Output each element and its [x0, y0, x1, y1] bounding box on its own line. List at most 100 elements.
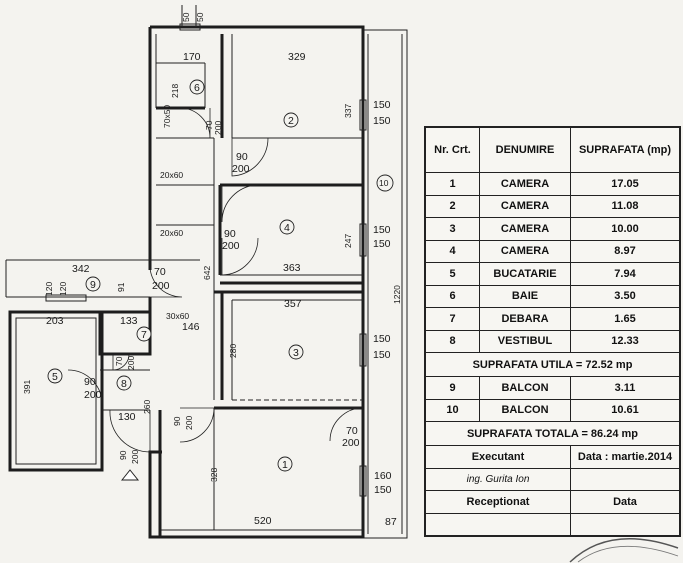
signature-blank-2	[570, 512, 680, 536]
room-1-number: 1	[282, 459, 288, 471]
row-nr: 7	[425, 307, 480, 331]
dimension-labels: 50 50 170 329 218 70x50 70 200 337 150 1…	[22, 12, 402, 528]
dim-1220: 1220	[392, 285, 402, 304]
dim-200-e: 200	[126, 356, 136, 370]
dim-337: 337	[343, 104, 353, 118]
engineer-blank	[570, 467, 680, 491]
executant-row: Executant Data : martie.2014	[425, 445, 680, 469]
legend-row: 6 BAIE 3.50	[425, 284, 680, 308]
legend-row: 10 BALCON 10.61	[425, 398, 680, 422]
date-label: Data : martie.2014	[570, 445, 680, 469]
legend-row: 2 CAMERA 11.08	[425, 194, 680, 218]
dim-150-3a: 150	[373, 333, 391, 345]
data-label: Data	[570, 490, 680, 514]
signature-row	[425, 512, 680, 536]
dim-329: 329	[288, 51, 306, 63]
row-nr: 3	[425, 217, 480, 241]
room-8-number: 8	[121, 378, 127, 390]
legend-row: 3 CAMERA 10.00	[425, 217, 680, 241]
row-nr: 9	[425, 376, 480, 400]
row-area: 12.33	[570, 329, 680, 353]
dim-91: 91	[116, 282, 126, 292]
dim-218: 218	[170, 84, 180, 98]
signature-blank	[425, 512, 571, 536]
dim-70-c: 70	[154, 266, 166, 278]
stamp-icon	[569, 538, 679, 563]
dim-150-1a: 150	[373, 99, 391, 111]
dim-260: 260	[142, 400, 152, 414]
header-suprafata: SUPRAFATA (mp)	[570, 127, 680, 173]
room-2-number: 2	[288, 115, 294, 127]
dim-90-e: 90	[84, 376, 96, 388]
row-nr: 6	[425, 284, 480, 308]
row-name: CAMERA	[479, 217, 571, 241]
dim-200-b: 200	[232, 163, 250, 175]
dim-120-b: 120	[58, 282, 68, 296]
dim-top-50-a: 50	[181, 12, 191, 22]
total-area-row: SUPRAFATA TOTALA = 86.24 mp	[425, 421, 680, 446]
legend-row: 8 VESTIBUL 12.33	[425, 329, 680, 353]
entrance-arrow-icon	[120, 469, 140, 481]
room-markers: 6 2 10 4 9 7 3 5 8 1	[47, 79, 394, 472]
row-nr: 5	[425, 262, 480, 286]
dim-200-f: 200	[84, 389, 102, 401]
row-area: 1.65	[570, 307, 680, 331]
row-name: BALCON	[479, 398, 571, 422]
row-name: BALCON	[479, 376, 571, 400]
row-name: BAIE	[479, 284, 571, 308]
dim-150-4: 150	[374, 484, 392, 496]
room-3-number: 3	[293, 347, 299, 359]
dim-203: 203	[46, 315, 64, 327]
dim-200-h: 200	[342, 437, 360, 449]
dim-328: 328	[209, 468, 219, 482]
dim-200-i: 200	[130, 450, 140, 464]
engineer-row: ing. Gurita Ion	[425, 467, 680, 491]
row-area: 3.50	[570, 284, 680, 308]
dim-70x50: 70x50	[162, 105, 172, 128]
dim-70-d: 70	[114, 356, 124, 366]
dim-520: 520	[254, 515, 272, 527]
dim-133: 133	[120, 315, 138, 327]
dim-90-f: 90	[172, 416, 182, 426]
room-10-number: 10	[379, 178, 389, 188]
dim-150-2a: 150	[373, 224, 391, 236]
legend-header-row: Nr. Crt. DENUMIRE SUPRAFATA (mp)	[425, 127, 680, 173]
row-name: CAMERA	[479, 172, 571, 196]
row-nr: 1	[425, 172, 480, 196]
row-area: 17.05	[570, 172, 680, 196]
engineer-name: ing. Gurita Ion	[425, 467, 571, 491]
dim-top-50-b: 50	[195, 12, 205, 22]
windows	[45, 5, 367, 497]
dim-391: 391	[22, 380, 32, 394]
row-nr: 10	[425, 398, 480, 422]
executant-label: Executant	[425, 445, 571, 469]
row-name: BUCATARIE	[479, 262, 571, 286]
dim-90-h: 90	[118, 450, 128, 460]
dim-20x60-a: 20x60	[160, 170, 183, 180]
row-name: VESTIBUL	[479, 329, 571, 353]
row-name: CAMERA	[479, 194, 571, 218]
row-nr: 2	[425, 194, 480, 218]
dim-90-b: 90	[224, 228, 236, 240]
dim-130: 130	[118, 411, 136, 423]
row-name: CAMERA	[479, 239, 571, 263]
room-4-number: 4	[284, 222, 290, 234]
dim-87: 87	[385, 516, 397, 528]
row-area: 10.61	[570, 398, 680, 422]
row-area: 10.00	[570, 217, 680, 241]
dim-200-d: 200	[152, 280, 170, 292]
dim-70-g: 70	[346, 425, 358, 437]
dim-170: 170	[183, 51, 201, 63]
dim-247: 247	[343, 234, 353, 248]
dim-200-a: 200	[213, 121, 223, 135]
legend-row: 4 CAMERA 8.97	[425, 239, 680, 263]
dim-160: 160	[374, 470, 392, 482]
room-5-number: 5	[52, 371, 58, 383]
row-area: 8.97	[570, 239, 680, 263]
receptionat-label: Receptionat	[425, 490, 571, 514]
dim-146: 146	[182, 321, 200, 333]
dim-363: 363	[283, 262, 301, 274]
row-name: DEBARA	[479, 307, 571, 331]
row-nr: 8	[425, 329, 480, 353]
legend-row: 5 BUCATARIE 7.94	[425, 262, 680, 286]
